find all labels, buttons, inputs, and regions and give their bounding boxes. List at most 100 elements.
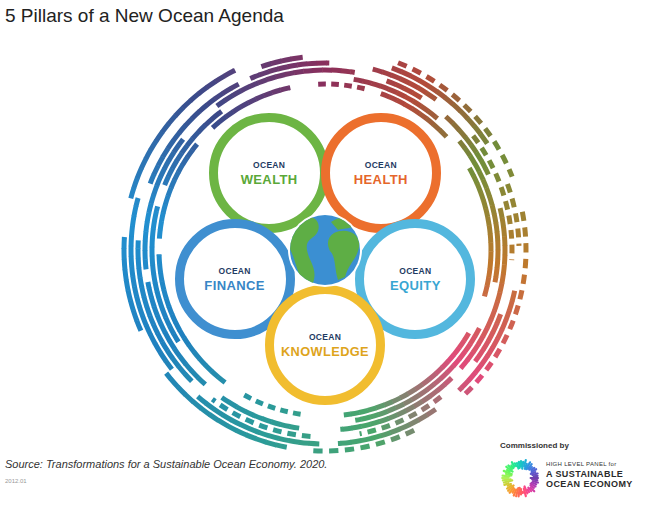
ring-dash [128,187,136,199]
ring-dash [151,273,157,283]
ring-dash [130,276,137,287]
ring-dash [434,115,440,121]
ring-dash [152,210,159,220]
ring-dash [359,408,369,415]
ring-dash [158,272,164,282]
ring-dash [464,385,474,395]
ring-dash [381,423,391,431]
ring-dash [280,56,291,63]
ring-dash [510,198,517,208]
ring-dash [500,154,509,165]
ring-dash [139,287,146,298]
ring-dash [145,282,151,289]
ring-dash [425,74,436,83]
ring-dash [124,279,131,291]
ring-dash [483,208,490,218]
ring-dash [360,436,371,443]
ring-dash [375,440,385,447]
ring-dash [136,267,142,278]
ring-dash [287,431,296,437]
ring-dash [132,205,139,216]
ring-dash [338,441,342,446]
ring-dash [340,427,343,432]
ring-dash [350,438,361,445]
pillar-name: KNOWLEDGE [281,344,369,359]
ring-dash [350,69,355,75]
ring-dash [502,236,507,246]
pillar-ring [214,118,325,229]
ring-dash [144,305,152,316]
ring-dash [345,446,355,452]
ring-dash [307,61,318,67]
ring-dash [521,274,527,284]
ring-dash [147,287,154,298]
ring-dash [151,219,157,229]
ring-dash [132,286,139,297]
ring-dash [460,358,470,369]
ring-dash [353,77,363,84]
logo-mark [533,474,538,475]
ring-dash [129,246,134,257]
ring-dash [129,266,135,277]
ring-dash [258,423,268,431]
ring-dash [297,61,308,67]
commission-note: Commissioned by [500,441,569,451]
ring-dash [483,127,492,137]
logo-mark [515,463,516,466]
pillar-circle: OCEANKNOWLEDGE [265,285,385,405]
ring-dash [355,417,362,423]
ring-dash [159,212,166,222]
ring-dash [395,417,405,425]
ring-dash [481,199,488,209]
ring-dash [484,361,493,371]
ring-dash [303,68,313,74]
ring-dash [146,203,153,214]
ring-dash [495,292,502,303]
ring-dash [230,82,240,91]
label-slot: 2012.01 [5,478,27,485]
ring-dash [318,81,326,86]
logo-mark [518,462,521,468]
ring-dash [271,88,281,95]
ring-dash [508,230,514,239]
ring-dash [487,260,493,270]
chart-title: 5 Pillars of a New Ocean Agenda [5,5,284,28]
ring-dash [405,428,416,436]
ring-dash [126,290,133,302]
ring-dash [266,74,277,82]
ring-dash [150,265,156,275]
ring-dash [515,228,521,237]
ring-dash [280,85,290,92]
ring-dash [509,259,514,260]
logo-mark [528,488,531,492]
pillar-ring [270,290,381,401]
ring-dash [308,441,319,447]
label-slot: Commissioned by [500,441,569,451]
ring-dash [502,255,508,265]
ring-dash [492,213,499,223]
pillar-circle: OCEANFINANCE [175,219,295,339]
ring-dash [513,305,521,315]
ring-dash [509,245,514,254]
pillar-prefix: OCEAN [253,160,285,170]
logo-mark [528,464,532,469]
ring-dash [313,448,322,453]
ring-dash [154,206,160,212]
ring-dash [268,66,279,74]
ring-dash [350,410,360,417]
pillar-prefix: OCEAN [365,160,397,170]
ring-dash [157,254,162,256]
ring-dash [143,222,149,232]
ring-dash [164,372,173,381]
ring-dash [255,399,264,407]
ring-dash [190,143,199,152]
ring-dash [150,228,156,238]
ring-dash [143,231,149,241]
ring-dash [134,296,142,308]
ring-dash [287,63,298,70]
ring-dash [408,411,418,419]
ring-dash [243,393,252,401]
ring-dash [122,238,127,249]
